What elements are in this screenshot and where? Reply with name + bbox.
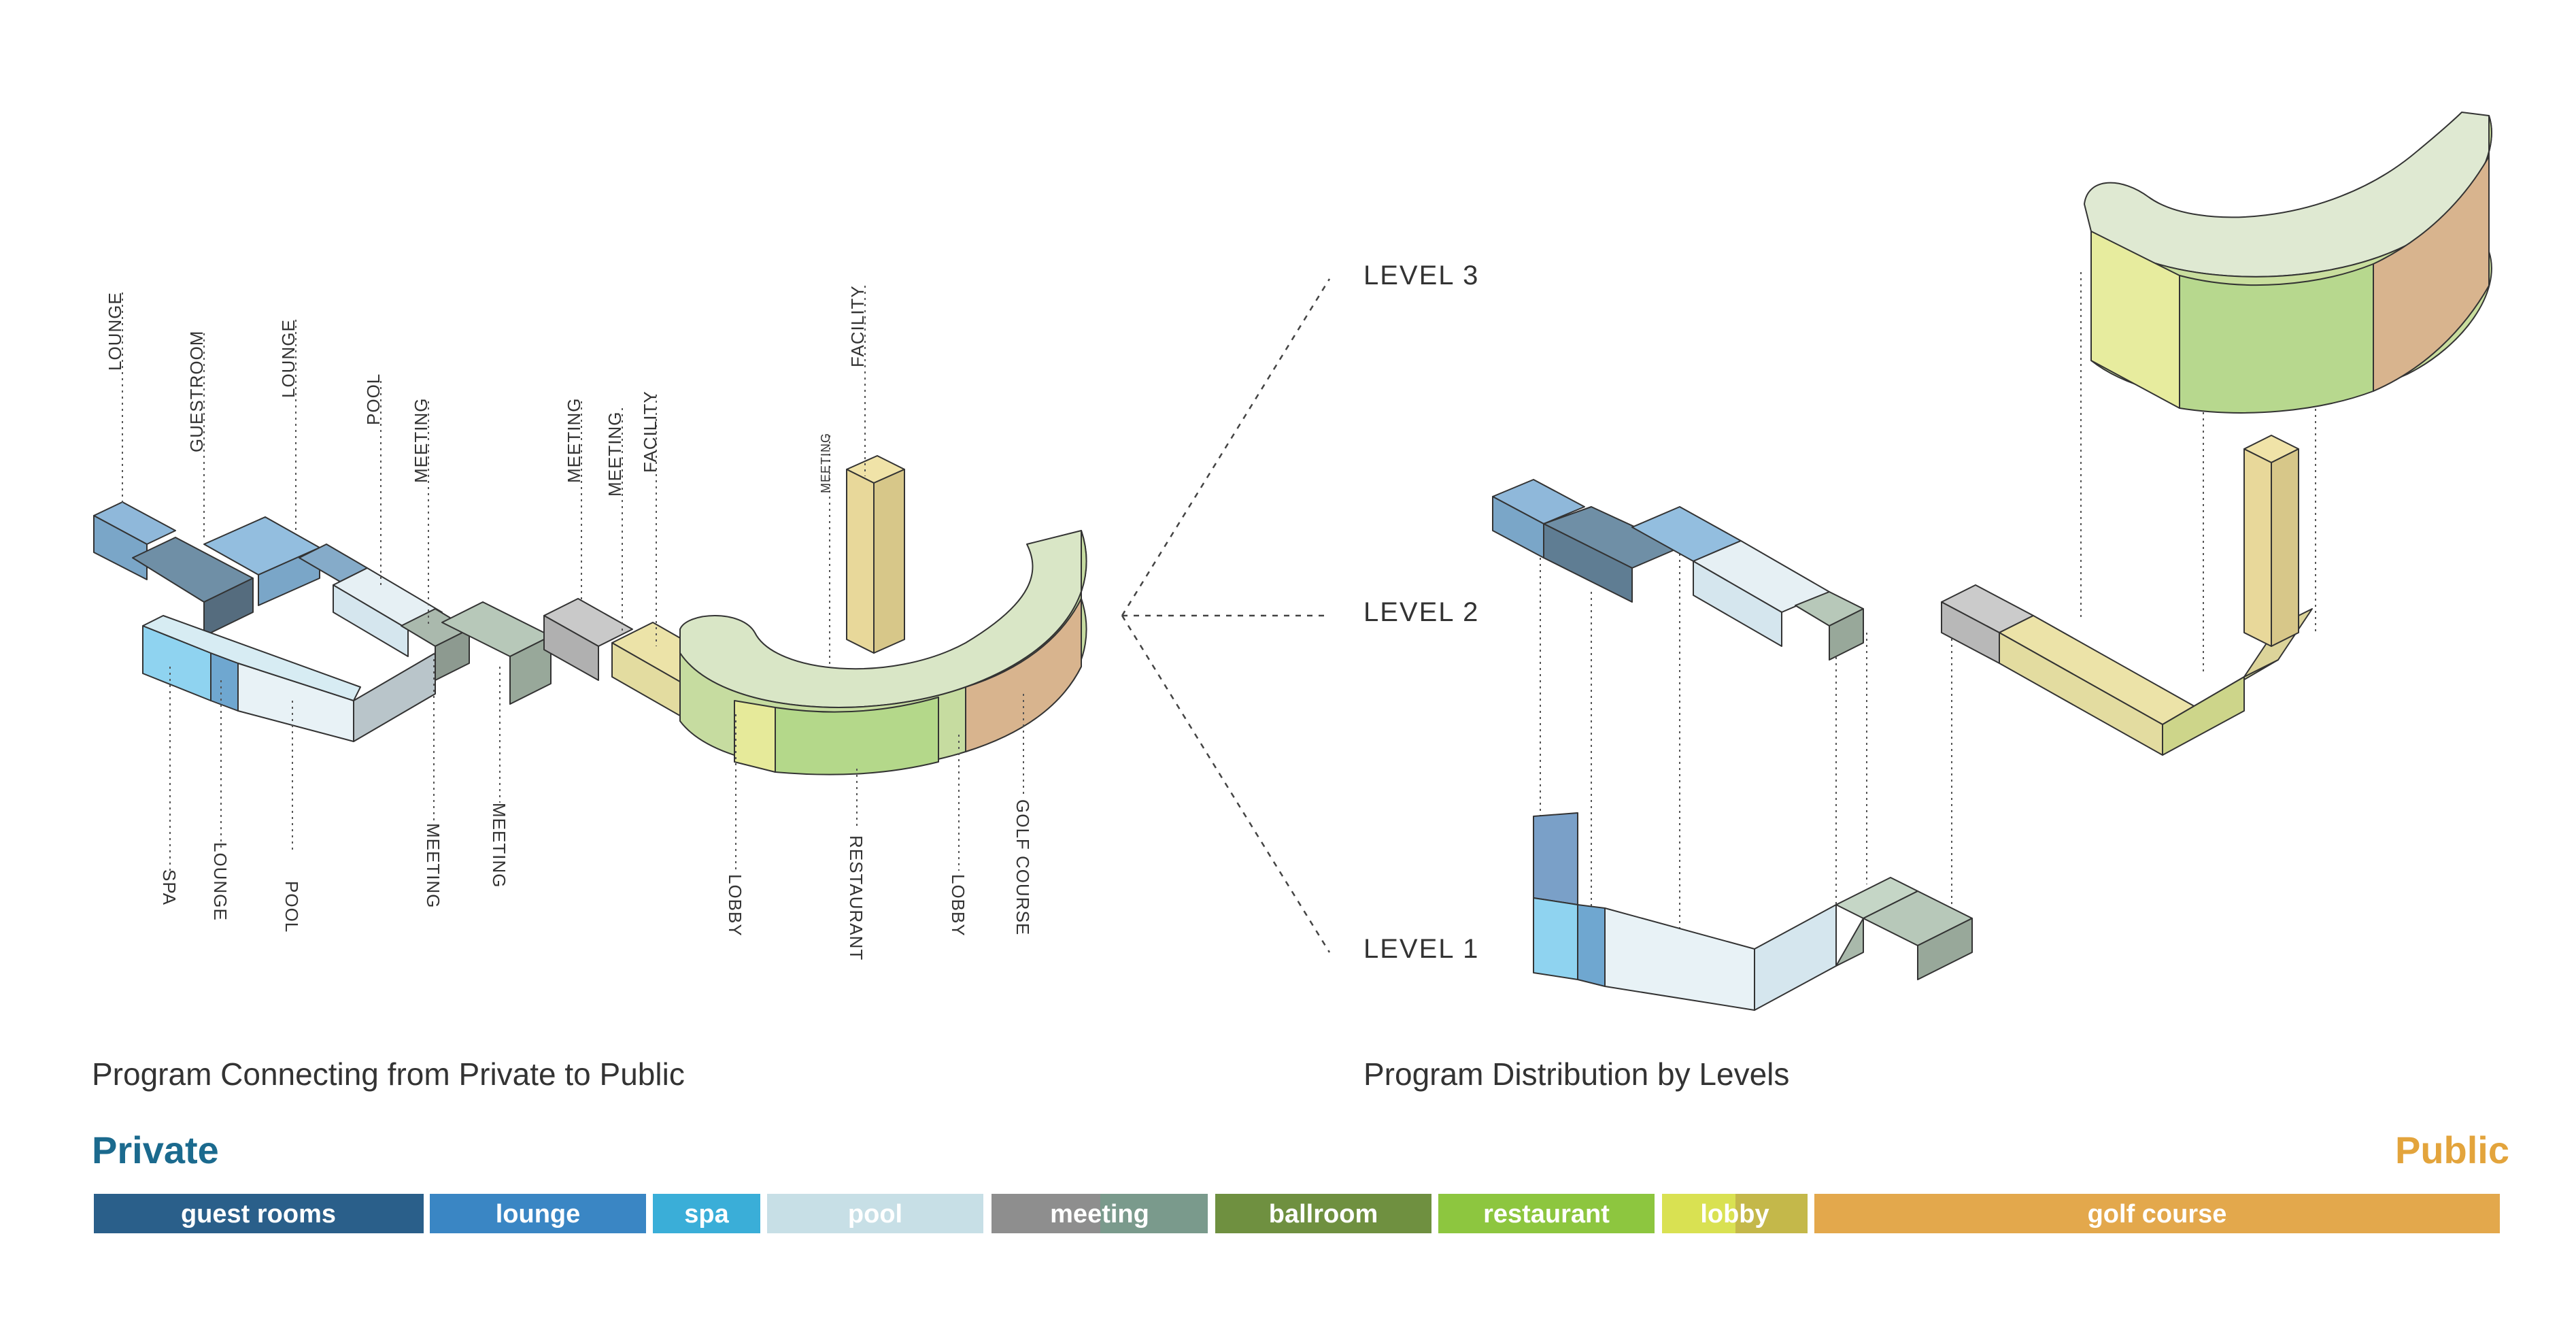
bottom-label-4: MEETING [489,803,509,888]
top-label-4: MEETING [411,398,431,483]
top-label-2: LOUNGE [278,319,299,398]
mass-spa-top [142,615,361,701]
top-label-9: FACILITY [847,285,868,367]
bottom-label-2: POOL [282,881,302,933]
legend-label-lounge: lounge [496,1200,581,1229]
legend-label-golf-course: golf course [2088,1200,2227,1229]
top-label-0: LOUNGE [105,292,125,371]
mass-lounge-nw-front [93,515,148,580]
mass-ring-lobby [734,700,776,773]
level-3-massing [2084,112,2492,414]
mass-ring-restaurant [775,697,939,775]
legend-label-guest-rooms: guest rooms [181,1200,336,1229]
legend-label-meeting: meeting [1050,1200,1149,1229]
legend-label-ballroom: ballroom [1269,1200,1378,1229]
mass-guestroom-side [203,578,254,637]
legend-bar: guest rooms lounge spa pool meeting ball… [94,1194,2500,1233]
bottom-label-0: SPA [159,869,180,905]
right-diagram-title: Program Distribution by Levels [1363,1056,1789,1092]
legend-swatch-spa [653,1194,760,1233]
mass-meeting-green-side [509,635,552,705]
legend-swatch-restaurant [1438,1194,1655,1233]
legend-swatch-meeting [992,1194,1100,1233]
mass-ring-golf [965,598,1082,752]
legend-swatch-meeting-2 [1100,1194,1208,1233]
left-top-leaders [122,286,866,667]
top-label-1: GUESTROOM [186,331,207,452]
legend-swatch-ballroom [1215,1194,1431,1233]
legend-swatch-lobby [1662,1194,1735,1233]
legend-public-label: Public [2395,1129,2509,1171]
legend-label-pool: pool [848,1200,902,1229]
level-2-massing [1492,435,2313,756]
bottom-label-7: LOBBY [948,874,968,937]
left-top-labels: LOUNGE GUESTROOM LOUNGE POOL MEETING MEE… [105,285,868,497]
level-1-massing [1533,812,1973,1011]
bottom-label-3: MEETING [423,823,443,908]
top-label-8: MEETING [819,433,832,493]
legend-label-spa: spa [684,1200,729,1229]
level-fan [1121,278,1331,953]
legend-swatch-golf-course [1814,1194,2500,1233]
top-label-3: POOL [363,373,384,425]
mass-lounge-upper-front [258,547,320,606]
legend-swatch-pool [767,1194,983,1233]
legend-swatch-lounge [430,1194,646,1233]
bottom-label-1: LOUNGE [210,842,231,921]
left-bottom-labels: SPA LOUNGE POOL MEETING MEETING LOBBY RE… [159,799,1033,961]
left-diagram-title: Program Connecting from Private to Publi… [92,1056,685,1092]
legend-private-label: Private [92,1129,219,1171]
bottom-label-8: GOLF COURSE [1013,799,1033,935]
mass-facility-tower-front [846,469,875,654]
level-2-label: LEVEL 2 [1363,597,1479,627]
mass-meeting-grey-front [543,615,599,681]
legend-label-restaurant: restaurant [1483,1200,1610,1229]
mass-facility-tower-side [873,469,905,654]
level-3-label: LEVEL 3 [1363,261,1479,290]
legend-label-lobby: lobby [1700,1200,1769,1229]
mass-pool-lower-side [353,652,436,742]
top-label-7: FACILITY [640,390,660,473]
level-1-label: LEVEL 1 [1363,934,1479,964]
left-massing [93,455,1087,775]
left-bottom-leaders [169,653,1024,871]
top-label-6: MEETING [605,412,625,497]
legend-swatch-lobby-2 [1735,1194,1808,1233]
legend-swatch-guest-rooms [94,1194,424,1233]
bottom-label-5: LOBBY [725,874,745,937]
bottom-label-6: RESTAURANT [846,835,866,961]
mass-pool-band-front [333,584,409,657]
top-label-5: MEETING [564,398,584,483]
